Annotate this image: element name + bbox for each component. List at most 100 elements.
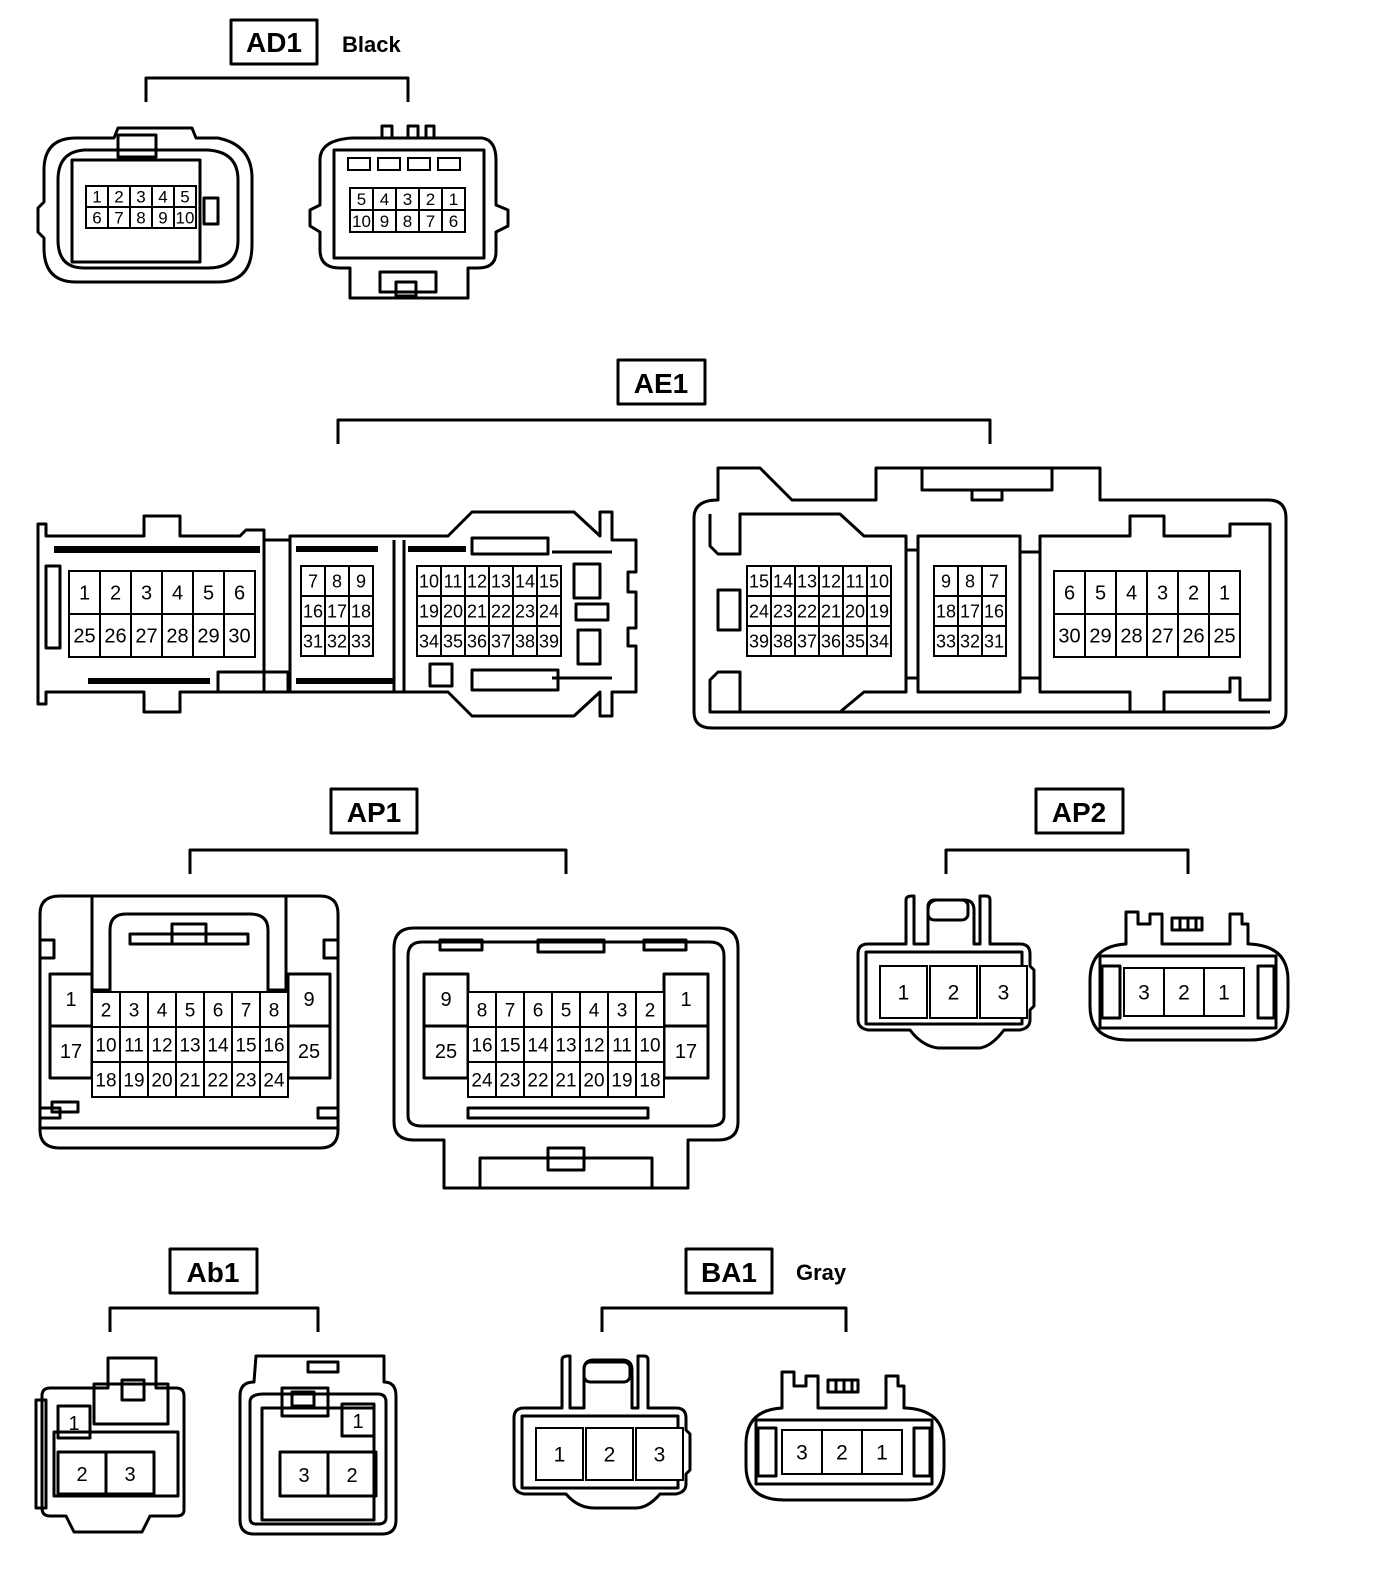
pin-cell [1084,570,1117,615]
pin-label: 35 [443,631,463,651]
pin-cell [579,991,609,1028]
pin-label: 2 [1188,583,1199,605]
pin-label: 7 [426,212,435,231]
pin-label: 1 [1219,583,1230,605]
pin-cell [1123,967,1165,1017]
pin-label: 19 [123,1070,144,1091]
pin-cell [441,209,466,233]
pin-label: 32 [327,631,347,651]
pin-label: 21 [179,1070,200,1091]
pin-label: 16 [303,601,323,621]
pin-label: 5 [203,583,214,605]
pin-label: 21 [467,601,487,621]
pin-label: 17 [60,1041,82,1063]
pin-label: 22 [207,1070,228,1091]
connector-id-box [168,1247,259,1295]
pin-cell [770,565,796,597]
pin-label: 1 [92,188,101,207]
pin-cell [1053,613,1086,658]
pin-label: 6 [533,1000,544,1021]
pin-cell [579,1026,609,1063]
pin-label: 12 [467,571,487,591]
connector-id: BA1 [701,1257,757,1288]
pin-label: 23 [235,1070,256,1091]
bracket [144,76,410,102]
connector-id: AE1 [634,368,688,399]
pin-label: 5 [180,188,189,207]
pin-label: 1 [352,1411,363,1433]
pin-label: 8 [477,1000,488,1021]
pin-label: 3 [998,982,1010,1005]
pin-label: 13 [797,571,817,591]
pin-label: 1 [680,989,691,1011]
pin-label: 1 [449,190,458,209]
pin-label: 3 [141,583,152,605]
pin-cell [821,1429,863,1475]
pin-cell [746,595,772,627]
pin-label: 27 [1151,626,1173,648]
pin-cell [119,1026,149,1063]
pin-label: 12 [151,1035,172,1056]
pin-label: 3 [129,1000,140,1021]
pin-label: 1 [898,982,910,1005]
pin-label: 18 [639,1070,660,1091]
connector-id: AP2 [1052,797,1106,828]
pin-label: 3 [1157,583,1168,605]
pin-label: 11 [444,571,463,591]
connector-ab1-left: 1 2 3 [34,1356,186,1534]
pin-label: 3 [617,1000,628,1021]
pin-cell [933,565,959,597]
pin-label: 23 [515,601,535,621]
pin-label: 1 [65,989,76,1011]
pin-label: 4 [158,188,167,207]
pin-cell [933,595,959,627]
pin-cell [607,1026,637,1063]
pin-label: 15 [539,571,559,591]
pin-cell [259,1061,289,1098]
pin-label: 27 [135,626,157,648]
pin-label: 2 [346,1465,357,1487]
pin-label: 20 [845,601,865,621]
pin-cell [488,625,514,657]
pin-label: 37 [491,631,511,651]
pin-label: 6 [1064,583,1075,605]
pin-cell [1053,570,1086,615]
pin-label: 1 [79,583,90,605]
pin-cell [1115,570,1148,615]
pin-cell [866,625,892,657]
pin-label: 2 [645,1000,656,1021]
pin-cell [866,595,892,627]
pin-cell [957,595,983,627]
pin-label: 26 [104,626,126,648]
pin-cell [607,1061,637,1098]
pin-label: 28 [1120,626,1142,648]
pin-cell [1203,967,1245,1017]
pin-label: 10 [419,571,439,591]
pin-label: 13 [179,1035,200,1056]
pin-label: 25 [435,1041,457,1063]
connector-color: Black [342,32,401,57]
pin-label: 23 [773,601,793,621]
pin-label: 2 [1178,982,1190,1005]
pin-label: 25 [73,626,95,648]
pin-label: 10 [869,571,889,591]
pin-label: 18 [351,601,371,621]
pin-label: 19 [611,1070,632,1091]
pin-label: 24 [471,1070,493,1091]
pin-label: 29 [1089,626,1111,648]
pin-label: 25 [298,1041,320,1063]
pin-label: 17 [327,601,347,621]
pin-label: 24 [263,1070,285,1091]
bracket [108,1306,320,1332]
pin-label: 2 [76,1464,87,1486]
pin-cell [842,565,868,597]
pin-label: 3 [124,1464,135,1486]
pin-label: 5 [357,190,366,209]
pin-cell [1084,613,1117,658]
